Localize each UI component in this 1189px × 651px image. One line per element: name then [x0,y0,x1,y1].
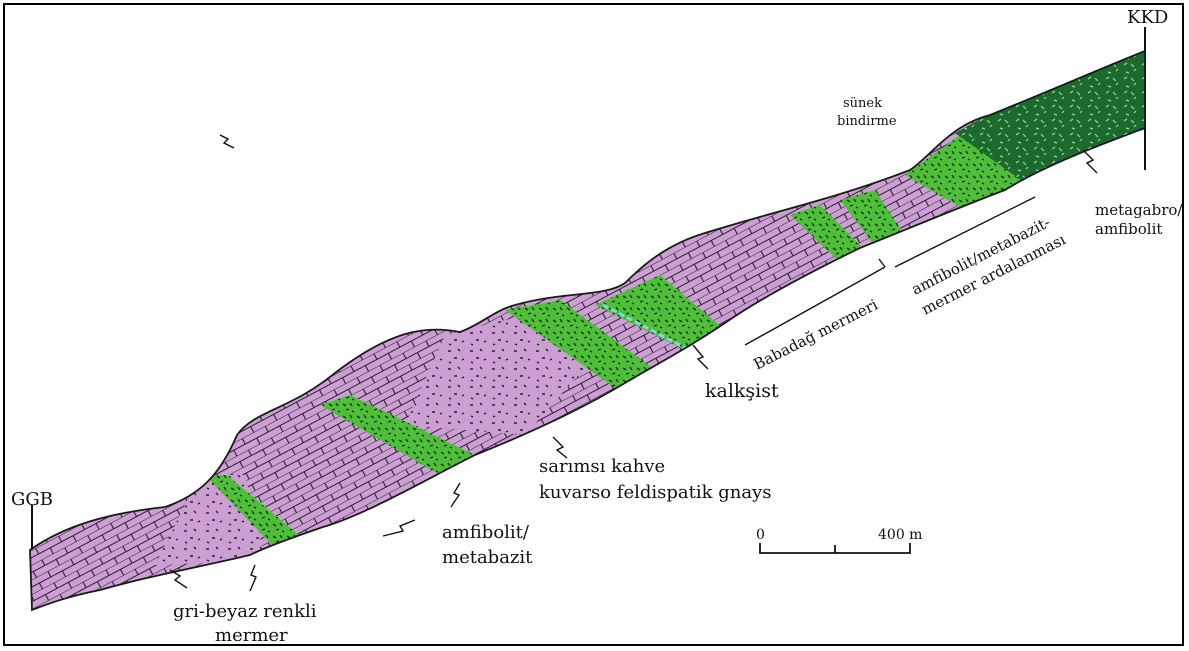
thrust-label-1: sünek [843,96,882,111]
babadag-label: Babadağ mermeri [751,295,881,373]
amphibolite-label-1: amfibolit/ [442,522,530,543]
amphibolite-leader-1 [383,520,415,536]
metagabbro-label-2: amfibolit [1095,220,1162,238]
gneiss-label-2: kuvarso feldispatik gnays [539,482,772,503]
calcschist-leader [693,345,708,369]
metagabbro-leader [1083,150,1097,173]
right-end-label: KKD [1127,7,1168,28]
marble-leader-2 [250,565,256,591]
scale-start-label: 0 [756,527,765,543]
marble-label-1: gri-beyaz renkli [173,601,317,622]
geologic-cross-section: KKD GGB sünek bindirme metagabro/ amfibo… [5,5,1184,646]
gneiss-leader [553,437,567,458]
left-end-label: GGB [11,489,53,510]
scale-bar: 0 400 m [756,527,922,553]
amphibolite-label-2: metabazit [442,547,533,568]
figure-frame: KKD GGB sünek bindirme metagabro/ amfibo… [3,3,1184,646]
amphibolite-leader-2 [451,483,460,507]
metagabbro-label-1: metagabro/ [1095,201,1183,219]
scale-end-label: 400 m [878,527,922,543]
rock-units [5,5,1184,646]
scale-bar-line [760,543,910,553]
thrust-leader [220,135,234,148]
calcschist-label: kalkşist [705,380,779,402]
gneiss-label-1: sarımsı kahve [539,456,665,477]
marble-label-2: mermer [215,625,288,646]
thrust-label-2: bindirme [837,114,897,129]
